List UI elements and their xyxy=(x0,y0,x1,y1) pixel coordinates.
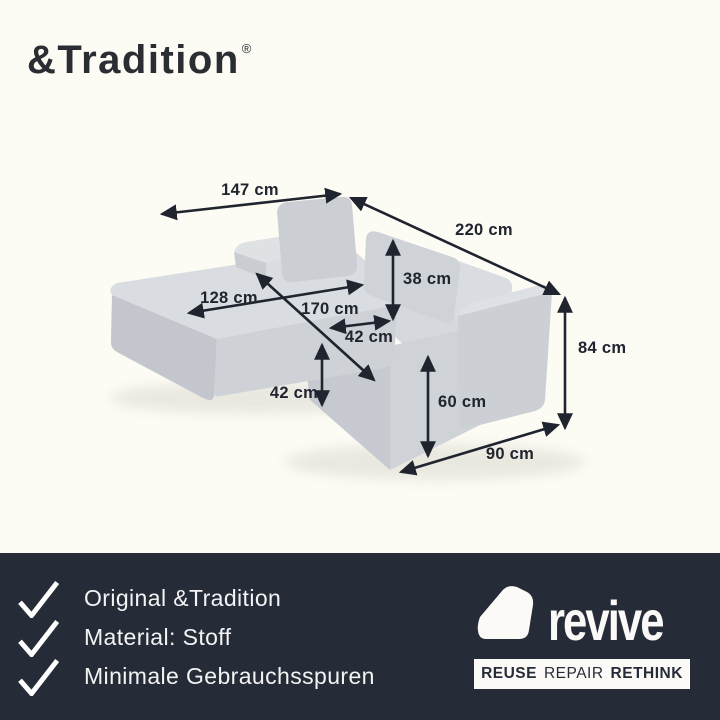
reseller-name: revive xyxy=(548,589,665,652)
sofa-right-armrest-front xyxy=(458,292,552,429)
footer: Original &Tradition Material: Stoff Mini… xyxy=(0,553,720,720)
feature-row-condition: Minimale Gebrauchsspuren xyxy=(16,657,375,696)
tagline-word-rethink: RETHINK xyxy=(610,665,683,682)
sofa-left-armrest-front xyxy=(234,252,266,279)
brand-name: &Tradition xyxy=(27,38,240,82)
feature-label: Original &Tradition xyxy=(84,585,282,611)
dim-label-90: 90 cm xyxy=(486,445,534,463)
feature-row-original: Original &Tradition xyxy=(16,579,375,618)
feature-label: Minimale Gebrauchsspuren xyxy=(84,663,375,689)
registered-trademark-icon: ® xyxy=(241,40,252,56)
dim-label-84: 84 cm xyxy=(578,339,626,357)
sofa-chaise-side xyxy=(110,295,217,401)
checkmark-icon xyxy=(18,580,60,618)
brand-logo: &Tradition® xyxy=(27,38,252,83)
dim-label-42-height: 42 cm xyxy=(270,384,318,402)
dim-arrow-170 xyxy=(255,272,376,382)
dim-label-170: 170 cm xyxy=(301,300,359,318)
tagline-word-reuse: REUSE xyxy=(481,665,537,682)
revive-blob-icon xyxy=(477,586,534,639)
checkmark-icon xyxy=(18,658,60,696)
dim-label-38: 38 cm xyxy=(403,270,451,288)
reseller-logo-block: revive REUSE REPAIR RETHINK xyxy=(474,553,704,720)
checkmark-icon xyxy=(18,619,60,657)
reseller-tagline-badge: REUSE REPAIR RETHINK xyxy=(474,659,690,689)
dim-arrow-90 xyxy=(398,421,561,476)
dim-label-60: 60 cm xyxy=(438,393,486,411)
dim-label-147: 147 cm xyxy=(221,181,279,199)
dim-arrow-147 xyxy=(159,187,343,221)
feature-row-material: Material: Stoff xyxy=(16,618,375,657)
dim-label-220: 220 cm xyxy=(455,221,513,239)
dim-label-128: 128 cm xyxy=(200,289,258,307)
feature-label: Material: Stoff xyxy=(84,624,232,650)
dimension-labels: 147 cm 220 cm 38 cm 128 cm 170 cm 42 cm … xyxy=(200,181,626,463)
feature-list: Original &Tradition Material: Stoff Mini… xyxy=(16,579,375,696)
dim-arrow-220 xyxy=(348,196,562,296)
sofa-left-pillow xyxy=(277,196,358,283)
tagline-word-repair: REPAIR xyxy=(543,665,604,682)
dim-arrow-42-depth xyxy=(328,314,392,335)
dimension-arrows xyxy=(159,187,573,476)
sofa-dimension-diagram: 147 cm 220 cm 38 cm 128 cm 170 cm 42 cm … xyxy=(110,181,626,480)
dim-label-42-depth: 42 cm xyxy=(345,328,393,346)
